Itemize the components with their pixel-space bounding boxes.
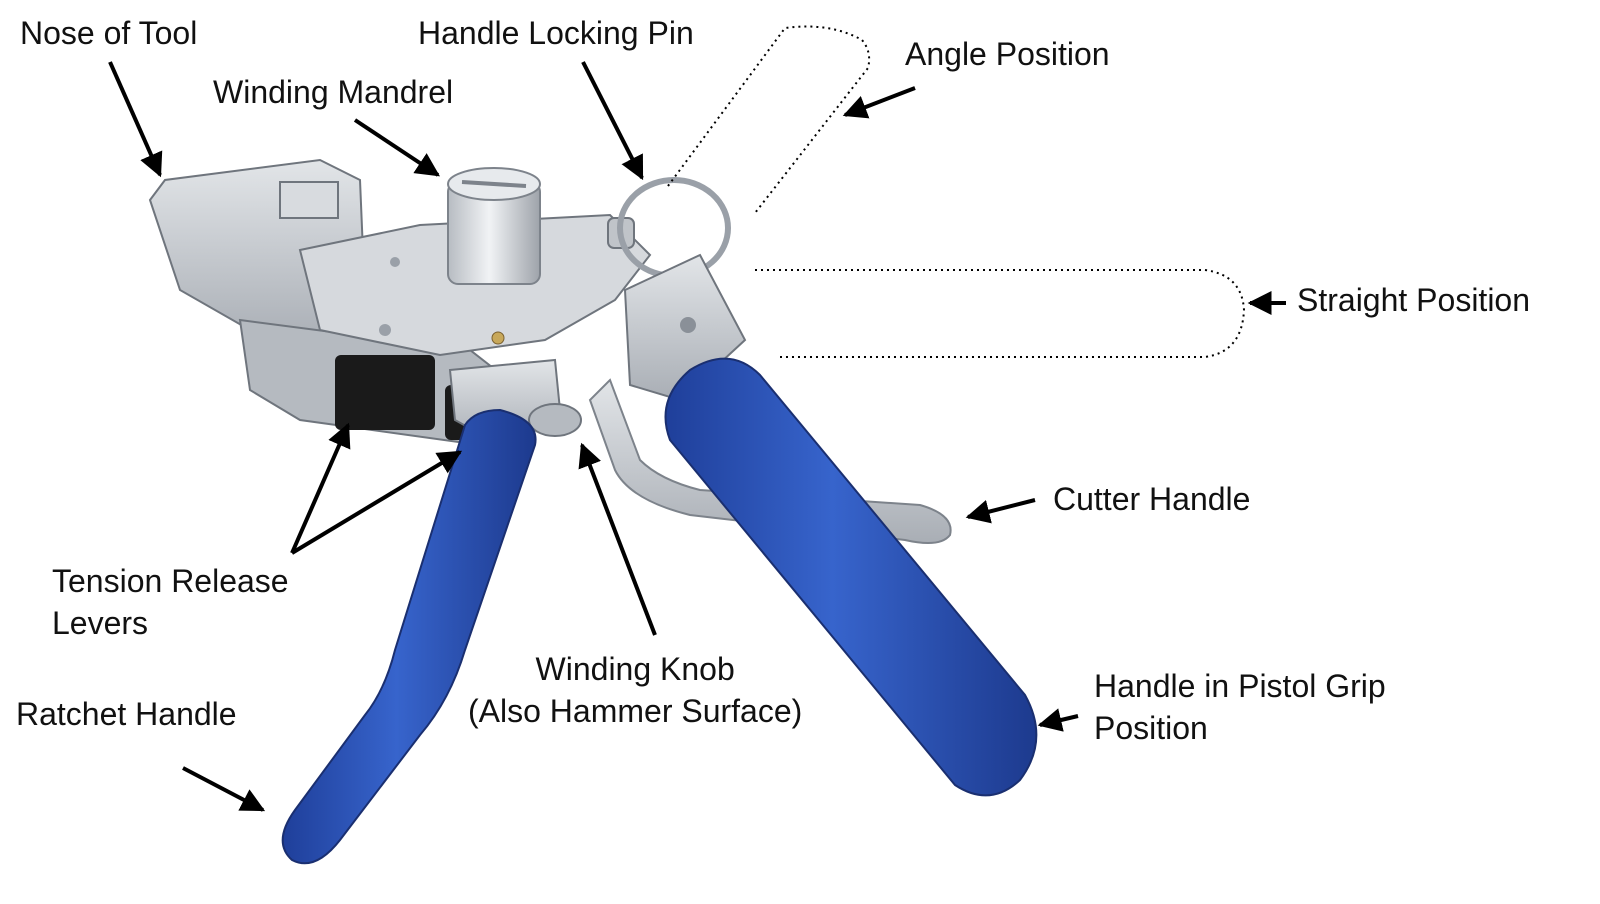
label-nose-of-tool: Nose of Tool — [20, 15, 198, 51]
arrow-handle-locking-pin — [581, 61, 644, 181]
pistol-grip-handle-part — [664, 357, 1038, 797]
arrow-tension-lever-2 — [290, 450, 463, 555]
arrow-angle-position — [842, 86, 916, 119]
tool-body — [148, 158, 747, 447]
straight-position-outline — [755, 269, 1246, 358]
arrow-winding-knob — [578, 442, 657, 636]
label-winding-knob: Winding Knob (Also Hammer Surface) — [468, 651, 803, 729]
arrow-cutter-handle — [965, 498, 1036, 524]
label-straight-position: Straight Position — [1297, 282, 1531, 318]
label-ratchet-handle: Ratchet Handle — [16, 696, 237, 732]
label-cutter-handle: Cutter Handle — [1053, 481, 1251, 517]
arrow-ratchet-handle — [182, 766, 266, 812]
label-handle-pistol-grip: Handle in Pistol Grip Position — [1094, 668, 1386, 746]
arrow-winding-mandrel — [353, 118, 441, 177]
label-tension-release-levers: Tension Release Levers — [52, 563, 289, 641]
arrow-nose-of-tool — [108, 61, 163, 178]
arrow-tension-lever-1 — [290, 422, 351, 554]
label-handle-locking-pin: Handle Locking Pin — [418, 15, 694, 51]
label-winding-mandrel: Winding Mandrel — [213, 74, 454, 110]
ratchet-handle-part — [281, 408, 537, 865]
arrow-pistol-grip — [1037, 708, 1079, 732]
label-angle-position: Angle Position — [905, 36, 1110, 72]
